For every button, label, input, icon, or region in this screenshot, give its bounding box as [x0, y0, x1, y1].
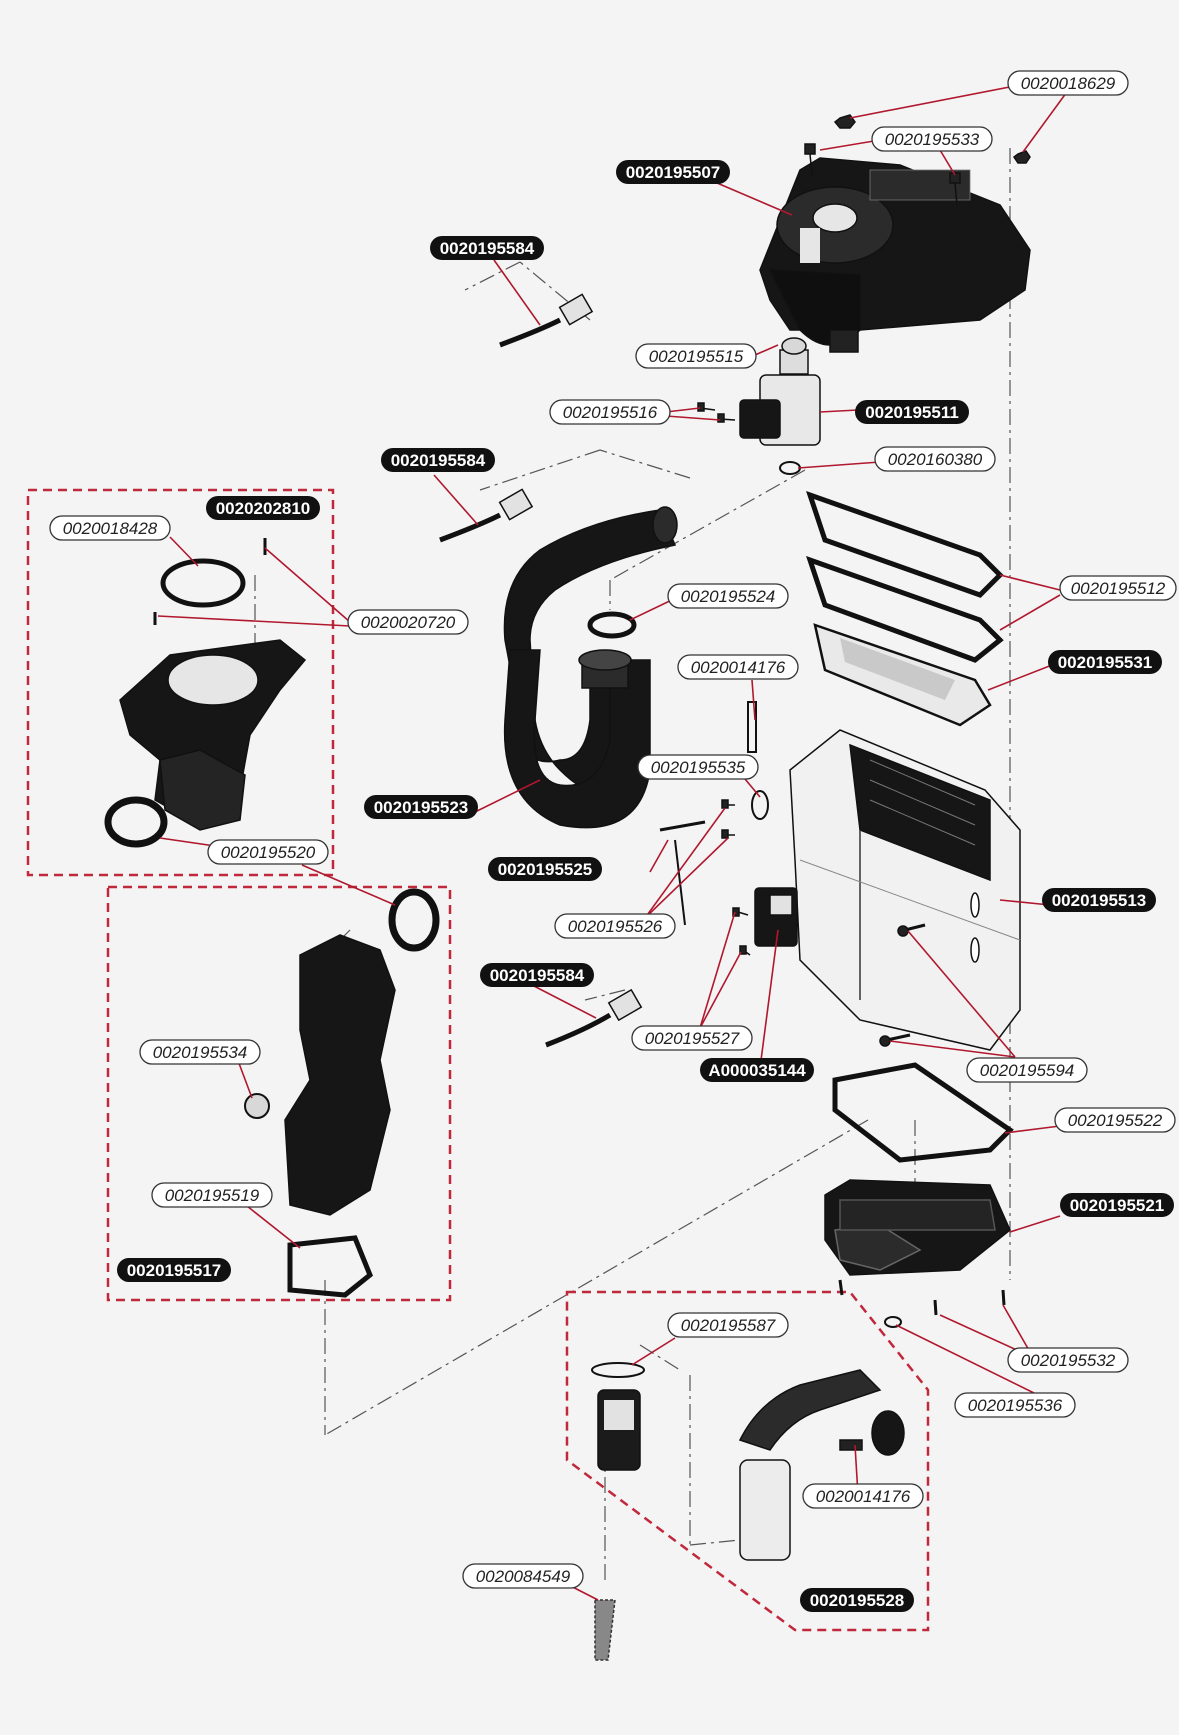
label-0020195531: 0020195531: [1048, 650, 1162, 674]
label-text: 0020195519: [165, 1186, 260, 1205]
top-screws: [804, 114, 1031, 206]
label-0020195587: 0020195587: [667, 1312, 789, 1338]
label-text: 0020020720: [361, 613, 456, 632]
label-text: 0020195587: [681, 1316, 776, 1335]
label-0020014176: 0020014176: [677, 654, 799, 680]
label-0020195516: 0020195516: [549, 399, 671, 425]
label-text: 0020195511: [865, 403, 959, 422]
label-text: 0020018428: [63, 519, 158, 538]
label-0020195535: 0020195535: [637, 754, 759, 780]
label-text: 0020195535: [651, 758, 746, 777]
gas-valve-part: [697, 337, 821, 475]
label-0020195507: 0020195507: [616, 160, 730, 184]
label-text: 0020195523: [374, 798, 469, 817]
label-text: 0020195536: [968, 1396, 1063, 1415]
siphon-part: [591, 1362, 905, 1661]
label-text: 0020195507: [626, 163, 721, 182]
label-A000035144: A000035144: [700, 1058, 814, 1082]
part-labels-outlined: 0020018629 0020195533 0020195515 0020195…: [49, 70, 1177, 1589]
label-0020195512: 0020195512: [1059, 575, 1177, 601]
label-text: 0020195584: [391, 451, 486, 470]
label-0020195520: 0020195520: [207, 839, 329, 865]
label-text: 0020195516: [563, 403, 658, 422]
lower-gasket-part: [832, 1062, 1014, 1163]
bolts-part: [879, 923, 926, 1047]
label-text: 0020160380: [888, 450, 983, 469]
label-0020195523: 0020195523: [364, 795, 478, 819]
label-text: 0020195584: [440, 239, 535, 258]
condensate-tray-part: [824, 1179, 1011, 1328]
label-text: 0020195512: [1071, 579, 1166, 598]
heat-exchanger-part: [789, 729, 1021, 1051]
label-0020195526: 0020195526: [554, 913, 676, 939]
label-0020084549: 0020084549: [462, 1563, 584, 1589]
label-0020195528: 0020195528: [800, 1588, 914, 1612]
label-0020195584-mid: 0020195584: [381, 448, 495, 472]
label-0020195517: 0020195517: [117, 1258, 231, 1282]
label-0020195519: 0020195519: [151, 1182, 273, 1208]
label-0020195524: 0020195524: [667, 583, 789, 609]
label-0020195525: 0020195525: [488, 857, 602, 881]
seal-ring-part: [587, 611, 637, 639]
group-border-0020195517: [106, 885, 452, 1302]
label-0020195527: 0020195527: [631, 1025, 753, 1051]
label-text: 0020195584: [490, 966, 585, 985]
label-text: 0020195528: [810, 1591, 905, 1610]
label-0020195515: 0020195515: [635, 343, 757, 369]
group-border-0020195528: [565, 1290, 930, 1632]
label-text: A000035144: [708, 1061, 806, 1080]
label-text: 0020084549: [476, 1567, 571, 1586]
ignition-electrode-part: [659, 701, 769, 926]
label-text: 0020195520: [221, 843, 316, 862]
label-0020195513: 0020195513: [1042, 888, 1156, 912]
label-0020195536: 0020195536: [954, 1392, 1076, 1418]
label-text: 0020195594: [980, 1061, 1075, 1080]
label-text: 0020014176: [691, 658, 786, 677]
label-text: 0020195525: [498, 860, 593, 879]
label-text: 0020195513: [1052, 891, 1147, 910]
air-duct-part: [244, 888, 440, 1298]
parts: [104, 114, 1031, 1661]
label-0020020720: 0020020720: [347, 609, 469, 635]
part-labels-filled: 0020195507 0020195584 0020195511 0020195…: [117, 160, 1174, 1612]
label-0020195584-top: 0020195584: [430, 236, 544, 260]
label-text: 0020195532: [1021, 1351, 1116, 1370]
label-text: 0020202810: [216, 499, 311, 518]
label-0020195521: 0020195521: [1060, 1193, 1174, 1217]
label-text: 0020195527: [645, 1029, 740, 1048]
label-text: 0020195517: [127, 1261, 222, 1280]
group-borders: [26, 488, 930, 1632]
label-0020195533: 0020195533: [871, 126, 993, 152]
flue-pipe-part: [503, 506, 678, 829]
label-text: 0020014176: [816, 1487, 911, 1506]
label-text: 0020195526: [568, 917, 663, 936]
label-text: 0020195524: [681, 587, 776, 606]
label-0020014176-b: 0020014176: [802, 1483, 924, 1509]
label-0020160380: 0020160380: [874, 446, 996, 472]
ignition-unit-part: [732, 887, 798, 956]
label-0020018428: 0020018428: [49, 515, 171, 541]
label-text: 0020195534: [153, 1043, 248, 1062]
label-text: 0020195522: [1068, 1111, 1163, 1130]
group-border-0020202810: [26, 488, 335, 877]
label-0020018629: 0020018629: [1007, 70, 1129, 96]
label-0020195594: 0020195594: [966, 1057, 1088, 1083]
label-text: 0020018629: [1021, 74, 1116, 93]
label-0020195584-low: 0020195584: [480, 963, 594, 987]
label-0020195532: 0020195532: [1007, 1347, 1129, 1373]
label-0020195522: 0020195522: [1054, 1107, 1176, 1133]
inlet-housing-part: [104, 538, 307, 848]
blower-fan-part: [759, 157, 1031, 353]
label-text: 0020195531: [1058, 653, 1153, 672]
label-0020202810: 0020202810: [206, 496, 320, 520]
gasket-parts: [806, 490, 1004, 727]
label-text: 0020195521: [1070, 1196, 1165, 1215]
label-text: 0020195515: [649, 347, 744, 366]
sensor-cables: [439, 293, 643, 1048]
label-text: 0020195533: [885, 130, 980, 149]
label-0020195534: 0020195534: [139, 1039, 261, 1065]
label-0020195511: 0020195511: [855, 400, 969, 424]
